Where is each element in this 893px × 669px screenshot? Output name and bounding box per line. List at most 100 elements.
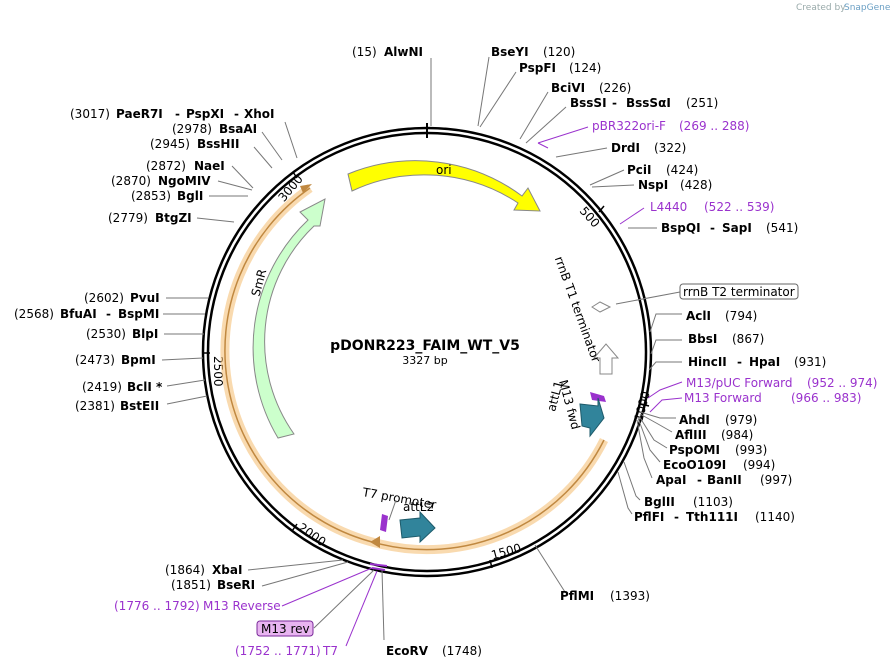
- plasmid-name: pDONR223_FAIM_WT_V5: [330, 338, 520, 354]
- bsaai-label[interactable]: BsaAI: [219, 122, 257, 136]
- smr-feature[interactable]: [252, 198, 326, 439]
- btgzi-label[interactable]: BtgZI: [155, 211, 192, 225]
- pvui-label[interactable]: PvuI: [130, 291, 160, 305]
- apai-label[interactable]: ApaI: [656, 473, 686, 487]
- bbsi-label[interactable]: BbsI: [688, 332, 717, 346]
- bpmi-pos: (2473): [75, 353, 115, 367]
- afliii-leader: [639, 413, 673, 433]
- bpmi-label[interactable]: BpmI: [121, 353, 156, 367]
- tth111i-label[interactable]: Tth111I: [686, 510, 738, 524]
- bcivi-label[interactable]: BciVI: [551, 81, 585, 95]
- paer7i-leader: [284, 121, 298, 159]
- sapi-label[interactable]: SapI: [722, 221, 752, 235]
- afliii-label[interactable]: AflIII: [675, 428, 707, 442]
- bsssi-label[interactable]: BssSI: [570, 96, 607, 110]
- rrnb-t1-terminator-feature[interactable]: [592, 343, 620, 375]
- btgzi-leader: [196, 217, 235, 223]
- pspfi-label[interactable]: PspFI: [519, 61, 556, 75]
- nspi-label[interactable]: NspI: [638, 178, 668, 192]
- bsshii-label[interactable]: BssHII: [197, 137, 239, 151]
- hpai-label[interactable]: HpaI: [749, 355, 780, 369]
- snapgene-logo: SnapGene: [844, 3, 891, 13]
- ahdi-pos: (979): [725, 413, 757, 427]
- m13-rev-primer-bar: [369, 563, 388, 567]
- ecorv-label[interactable]: EcoRV: [386, 644, 429, 658]
- bspmi-label[interactable]: BspMI: [118, 307, 159, 321]
- bglii-label[interactable]: BglII: [644, 495, 675, 509]
- smr-label: SmR: [249, 268, 270, 298]
- pflfi-label[interactable]: PflFI: [634, 510, 664, 524]
- hincii-pos: (931): [794, 355, 826, 369]
- attl2-feature[interactable]: [399, 510, 436, 544]
- pbr322ori-f-pos: (269 .. 288): [679, 119, 749, 133]
- pspxi-label[interactable]: PspXI: [186, 107, 224, 121]
- bseri-pos: (1851): [171, 578, 211, 592]
- m13-forward-label[interactable]: M13 Forward: [684, 391, 762, 405]
- rrnb-t2-terminator-feature[interactable]: [591, 301, 612, 313]
- apai-leader: [636, 419, 653, 479]
- tick-1000: [640, 403, 650, 407]
- pspomi-label[interactable]: PspOMI: [669, 443, 720, 457]
- bsssi-pos: (251): [686, 96, 718, 110]
- bgli-label[interactable]: BglI: [177, 189, 203, 203]
- naei-label[interactable]: NaeI: [194, 159, 225, 173]
- ahdi-leader: [639, 411, 676, 419]
- bcli-leader: [166, 379, 206, 387]
- acli-label[interactable]: AclI: [686, 309, 711, 323]
- bfuai-label[interactable]: BfuAI: [60, 307, 97, 321]
- t7-promoter-feature[interactable]: [380, 514, 388, 532]
- tick-3000: [292, 171, 298, 179]
- ecoo109i-leader: [637, 417, 661, 463]
- t7-primer-label[interactable]: T7: [322, 644, 338, 658]
- acli-pos: (794): [725, 309, 757, 323]
- blpi-label[interactable]: BlpI: [132, 327, 158, 341]
- pbr322ori-f-label[interactable]: pBR322ori-F: [592, 119, 666, 133]
- bseyi-label[interactable]: BseYI: [491, 45, 529, 59]
- xbai-label[interactable]: XbaI: [212, 563, 242, 577]
- xhoi-label[interactable]: XhoI: [244, 107, 275, 121]
- bseri-label[interactable]: BseRI: [217, 578, 255, 592]
- bcli-label[interactable]: BclI *: [127, 380, 163, 394]
- ahdi-label[interactable]: AhdI: [679, 413, 710, 427]
- ngomiv-label[interactable]: NgoMIV: [158, 174, 211, 188]
- bglii-leader: [623, 461, 641, 501]
- pflmi-label[interactable]: PflMI: [560, 589, 594, 603]
- paer7i-pos: (3017): [70, 107, 110, 121]
- bcivi-pos: (226): [599, 81, 631, 95]
- attl1-feature[interactable]: [579, 397, 605, 438]
- m13-forward-pos: (966 .. 983): [791, 391, 861, 405]
- drdi-leader: [555, 147, 608, 158]
- apai-pos: (997): [760, 473, 792, 487]
- alwni-label[interactable]: AlwNI: [384, 45, 423, 59]
- m13-puc-forward-pos: (952 .. 974): [807, 376, 877, 390]
- ngomiv-pos: (2870): [111, 174, 151, 188]
- bsssi-dash: -: [612, 96, 617, 110]
- m13-reverse-label[interactable]: M13 Reverse: [203, 599, 281, 613]
- tick-1500: [489, 559, 493, 569]
- bsteii-label[interactable]: BstEII: [120, 399, 159, 413]
- paer7i-label[interactable]: PaeR7I: [116, 107, 163, 121]
- pspfi-leader: [479, 71, 517, 128]
- nspi-pos: (428): [680, 178, 712, 192]
- ecoo109i-label[interactable]: EcoO109I: [663, 458, 726, 472]
- m13-puc-forward-label[interactable]: M13/pUC Forward: [686, 376, 793, 390]
- m13-fwd-feature[interactable]: [590, 392, 606, 402]
- hincii-label[interactable]: HincII: [688, 355, 727, 369]
- m13-reverse-leader: [281, 567, 373, 607]
- ori-label: ori: [436, 163, 452, 177]
- bsssalphai-label[interactable]: BssSαI: [626, 96, 671, 110]
- t7-promoter-leader: [388, 499, 397, 521]
- m13-rev-box[interactable]: [256, 620, 314, 637]
- banii-label[interactable]: BanII: [707, 473, 742, 487]
- bspqi-label[interactable]: BspQI: [661, 221, 701, 235]
- smr-highlight-arrowhead: [300, 184, 312, 193]
- pspxi-dash: -: [234, 107, 239, 121]
- bsaai-pos: (2978): [172, 122, 212, 136]
- xbai-pos: (1864): [165, 563, 205, 577]
- l4440-label[interactable]: L4440: [650, 200, 687, 214]
- drdi-label[interactable]: DrdI: [611, 141, 640, 155]
- bseyi-pos: (120): [543, 45, 575, 59]
- ori-feature[interactable]: [347, 160, 541, 212]
- tick-500: [598, 205, 605, 213]
- pcii-label[interactable]: PciI: [627, 163, 652, 177]
